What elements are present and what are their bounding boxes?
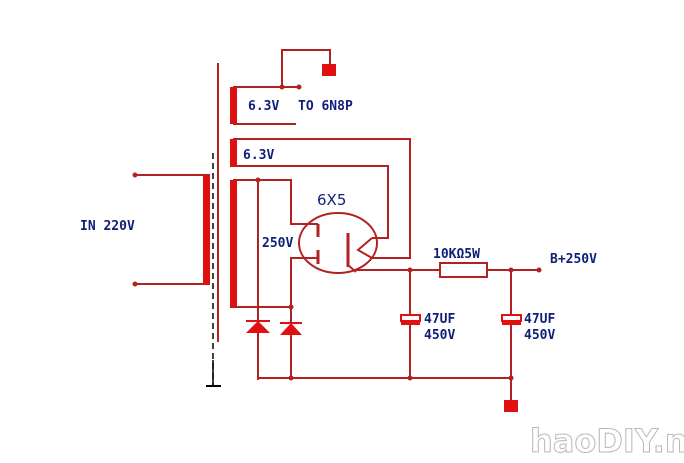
chassis-terminal-bottom (504, 400, 518, 412)
heater-coil-1 (230, 87, 237, 124)
heater1-ground-wire (281, 49, 331, 87)
heater2-outer-wire (233, 138, 411, 259)
watermark: haoDIY.net (530, 422, 684, 460)
primary-terminal-bottom (132, 281, 138, 287)
heater2-inner-wire (233, 165, 389, 239)
chassis-terminal-top (322, 64, 336, 76)
heater1-target-label: TO 6N8P (298, 99, 353, 114)
primary-terminal-top (132, 172, 138, 178)
cap2-voltage-label: 450V (524, 328, 555, 343)
secondary-winding-hv (230, 177, 310, 380)
secondary-winding-heater-1 (230, 49, 336, 125)
diode-2 (280, 322, 302, 335)
junction-dot (288, 375, 294, 381)
heater2-voltage-label: 6.3V (243, 148, 274, 163)
capacitor-1-icon (400, 314, 421, 322)
input-label: IN 220V (80, 219, 135, 234)
primary-winding (132, 172, 210, 287)
cap1-value-label: 47UF (424, 312, 455, 327)
secondary-winding-heater-2 (230, 138, 411, 259)
resistor-label: 10KΩ5W (433, 247, 480, 262)
junction-dot (255, 177, 261, 183)
hv-coil (230, 180, 237, 308)
capacitor-1 (400, 270, 421, 378)
heater1-terminal (296, 84, 302, 90)
tube-label: 6X5 (317, 191, 346, 209)
capacitor-2-icon (501, 314, 522, 322)
diode-1 (246, 320, 270, 333)
rectifier-tube-6x5 (298, 212, 378, 274)
junction-dot (279, 84, 285, 90)
heater-coil-2 (230, 139, 237, 167)
output-terminal (536, 267, 542, 273)
junction-dot (508, 375, 514, 381)
diode-2-icon (280, 323, 302, 335)
hv-voltage-label: 250V (262, 236, 293, 251)
resistor-10k-icon (439, 262, 488, 278)
primary-coil (203, 175, 210, 285)
cap2-value-label: 47UF (524, 312, 555, 327)
hv-top-wire (233, 179, 310, 225)
hv-bottom-to-anode (290, 257, 310, 307)
diode-1-icon (246, 321, 270, 333)
capacitor-2 (501, 270, 522, 400)
cap1-voltage-label: 450V (424, 328, 455, 343)
heater1-voltage-label: 6.3V (248, 99, 279, 114)
output-label: B+250V (550, 252, 597, 267)
cathode-lead (347, 264, 357, 273)
junction-dot (288, 304, 294, 310)
filament-icon (356, 237, 373, 259)
junction-dot (407, 375, 413, 381)
tube-envelope (298, 212, 378, 274)
